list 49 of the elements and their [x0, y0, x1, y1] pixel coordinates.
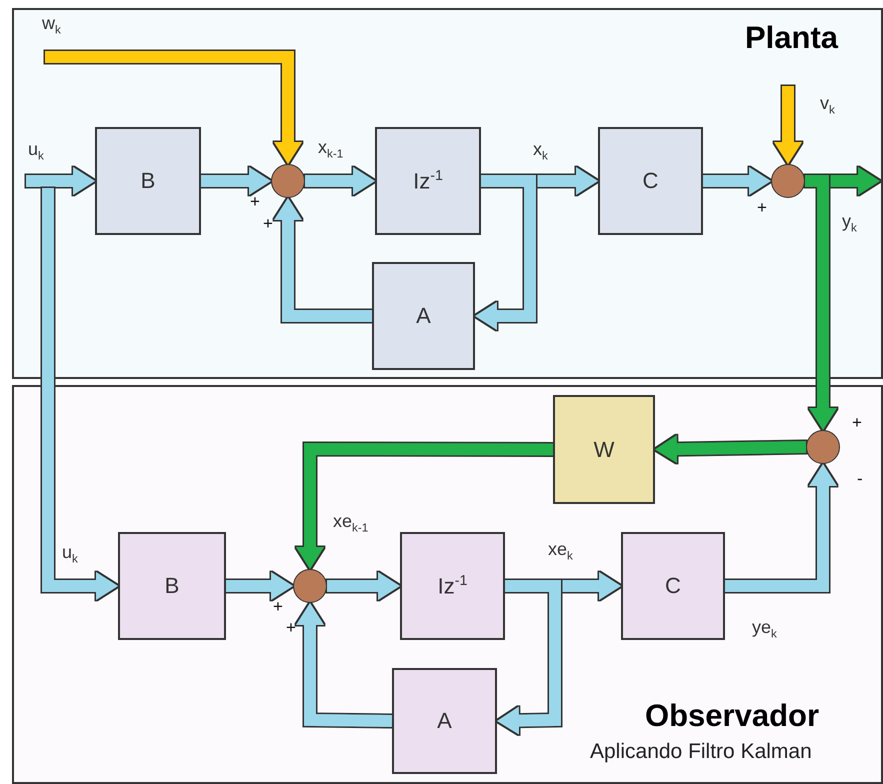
summing-junction: [271, 164, 305, 198]
summing-junction: [293, 569, 327, 603]
signal-arrow: [296, 442, 553, 569]
panel-background: [12, 8, 883, 379]
transfer-block: Iz$^{-1}$: [400, 532, 505, 640]
transfer-block: A: [392, 668, 497, 774]
summing-junction: [771, 164, 805, 198]
signal-label: ye$_{k}$: [752, 618, 777, 640]
signal-label: v$_{k}$: [820, 94, 835, 116]
signal-label: x$_{k-1}$: [318, 138, 344, 160]
signal-label: x$_{k}$: [533, 140, 548, 162]
sign-label: -: [857, 470, 863, 487]
signal-arrow: [655, 435, 806, 464]
signal-arrow: [201, 167, 271, 195]
signal-arrow: [42, 188, 118, 600]
signal-arrow: [296, 603, 392, 727]
summing-junction: [806, 430, 840, 464]
signal-arrow: [703, 167, 771, 195]
transfer-block: C: [621, 532, 725, 640]
signal-label: xe$_{k}$: [548, 540, 573, 562]
signal-arrow: [226, 572, 293, 600]
signal-arrow: [725, 464, 837, 592]
sign-label: +: [757, 199, 767, 216]
signal-arrow: [274, 198, 372, 322]
signal-arrow: [327, 572, 400, 600]
transfer-block: B: [118, 532, 226, 640]
transfer-block: Iz$^{-1}$: [375, 127, 481, 235]
transfer-block: A: [372, 262, 475, 370]
sign-label: +: [273, 598, 283, 615]
signal-arrow: [45, 51, 302, 164]
signal-arrow: [305, 167, 375, 195]
signal-label: u$_{k}$: [28, 140, 44, 162]
signal-label: xe$_{k-1}$: [333, 512, 368, 534]
signal-label: w$_{k}$: [42, 14, 61, 36]
transfer-block: B: [95, 127, 201, 235]
signal-label: u$_{k}$: [62, 543, 78, 566]
panel-title: Observador: [645, 698, 820, 734]
panel-title: Planta: [745, 20, 838, 56]
sign-label: +: [263, 215, 273, 232]
signal-arrow: [26, 167, 95, 195]
sign-label: +: [250, 193, 260, 210]
sign-label: +: [852, 414, 862, 431]
transfer-block: W: [553, 395, 655, 504]
panel-background: [12, 385, 883, 784]
transfer-block: C: [598, 127, 703, 235]
signal-arrow: [774, 86, 802, 164]
sign-label: +: [286, 619, 296, 636]
signal-label: y$_{k}$: [842, 212, 857, 234]
panel-subtitle: Aplicando Filtro Kalman: [590, 740, 812, 764]
